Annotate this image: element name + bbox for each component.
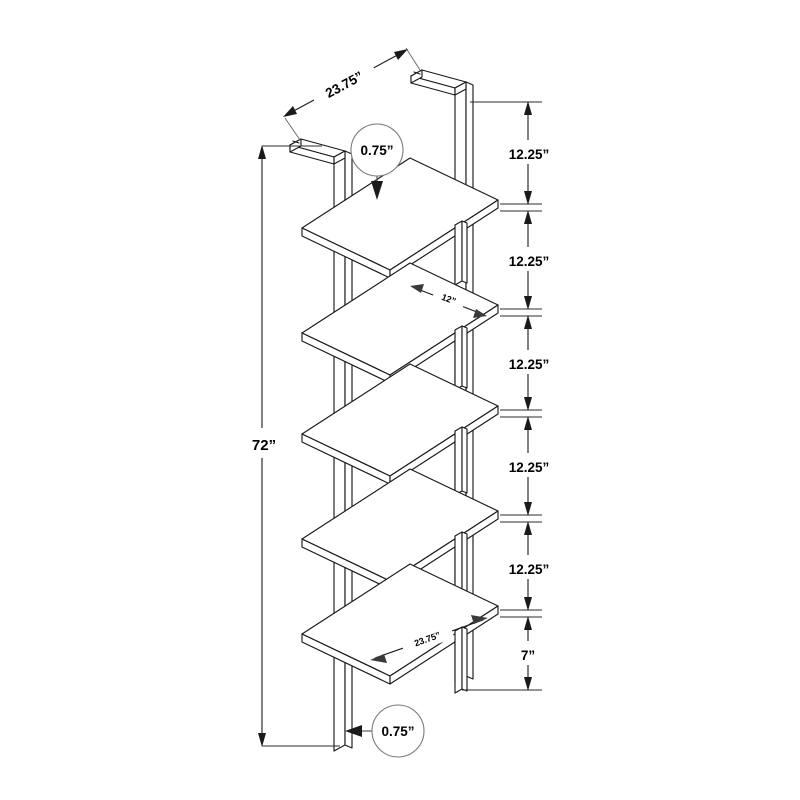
shelf-4 — [301, 468, 499, 601]
dimension-gap-4: 12.25” — [498, 416, 560, 516]
thickness-bottom-label: 0.75” — [381, 724, 414, 739]
dimension-overall-height: 72” — [244, 145, 340, 747]
dimension-gap-2: 12.25” — [498, 210, 560, 310]
shelf-depth-label: 12” — [440, 292, 457, 307]
gap-4-label: 12.25” — [509, 460, 550, 475]
dimension-top-width: 23.75” — [283, 47, 421, 141]
thickness-bottom-balloon — [371, 704, 425, 758]
dimension-gap-3: 12.25” — [498, 315, 560, 411]
thickness-top-balloon — [350, 123, 404, 177]
overall-height-label: 72” — [252, 437, 276, 454]
bottom-clearance-label: 7” — [521, 648, 535, 663]
gap-2-label: 12.25” — [509, 254, 550, 269]
shelf-1 — [301, 157, 499, 286]
shelf-3 — [301, 363, 499, 496]
gap-3-label: 12.25” — [509, 357, 550, 372]
dimension-gap-5: 12.25” — [498, 521, 560, 611]
shelf-5 — [301, 563, 499, 694]
gap-1-label: 12.25” — [509, 147, 550, 162]
dimension-bottom-width: 23.75” — [370, 615, 488, 663]
callout-thickness-top: 0.75” — [350, 123, 404, 200]
callout-thickness-bottom: 0.75” — [345, 704, 425, 758]
right-extension-lines — [462, 101, 542, 691]
dimension-gap-1: 12.25” — [498, 101, 560, 205]
thickness-top-label: 0.75” — [360, 143, 393, 158]
dimension-bottom-clearance: 7” — [508, 616, 548, 691]
bookcase-assembly — [289, 69, 499, 752]
dimension-shelf-depth: 12” — [410, 284, 487, 318]
gap-5-label: 12.25” — [509, 562, 550, 577]
